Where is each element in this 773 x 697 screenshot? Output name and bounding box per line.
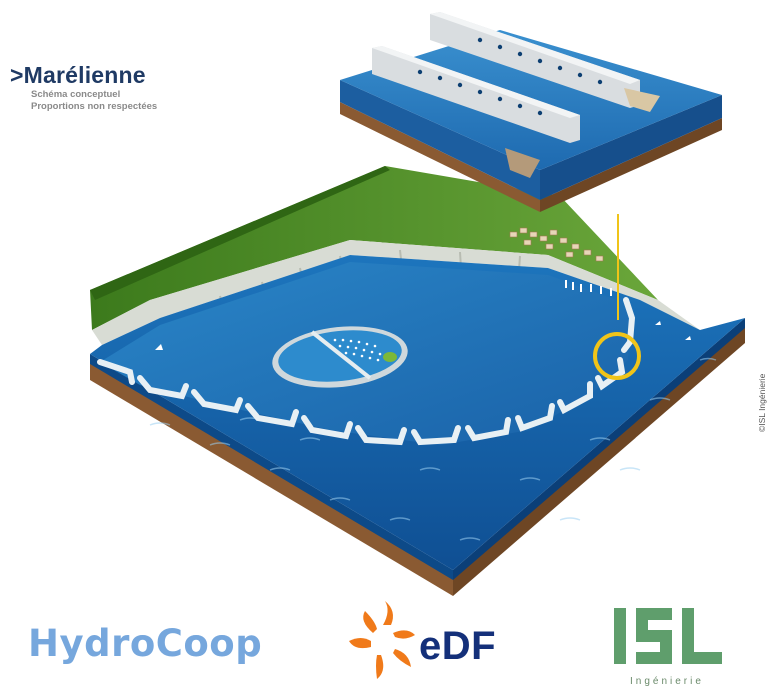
inset-wall-2-top [372,46,580,118]
inset-wall-2 [372,46,580,143]
village [509,227,604,262]
sea-waves [149,357,717,541]
inset-ramp-2 [624,88,660,112]
grass-land [90,166,658,330]
title-block: >Marélienne Schéma conceptuel Proportion… [10,62,157,113]
cliff [92,240,700,345]
inset-soil-left [340,102,540,212]
isl-logo-subtitle: Ingénierie [630,676,704,687]
inset-soil-right [540,118,722,212]
inset-water-right [540,95,722,200]
inset-turbines [417,37,603,116]
isl-letters-icon [614,608,722,664]
hydrocoop-logo: HydroCoop [28,622,263,665]
grass-edge-dark [90,166,390,300]
diagram-subtitle-line1: Schéma conceptuel [31,89,121,100]
oval-island [272,326,408,388]
diagram-title: >Marélienne [10,62,146,88]
inset-water-left [340,80,540,200]
inset-wall-1 [430,12,640,108]
edf-logo-text: eDF [419,624,497,668]
boats [155,280,691,350]
edf-swirl-icon [349,601,415,679]
diagram-subtitle-line2: Proportions non respectées [31,101,158,112]
edf-logo: eDF [353,610,543,680]
water-left-face [90,354,453,580]
copyright-credit: ©ISL Ingénierie [757,373,767,432]
water-right-face [453,318,745,580]
inset-wall-1-top [430,12,640,84]
soil-right-face [453,325,745,596]
highlight-ring [593,332,641,380]
dike-caissons [97,297,636,446]
inset-ramp [505,148,540,178]
soil-left-face [90,360,453,596]
isl-logo: Ingénierie [598,598,738,693]
